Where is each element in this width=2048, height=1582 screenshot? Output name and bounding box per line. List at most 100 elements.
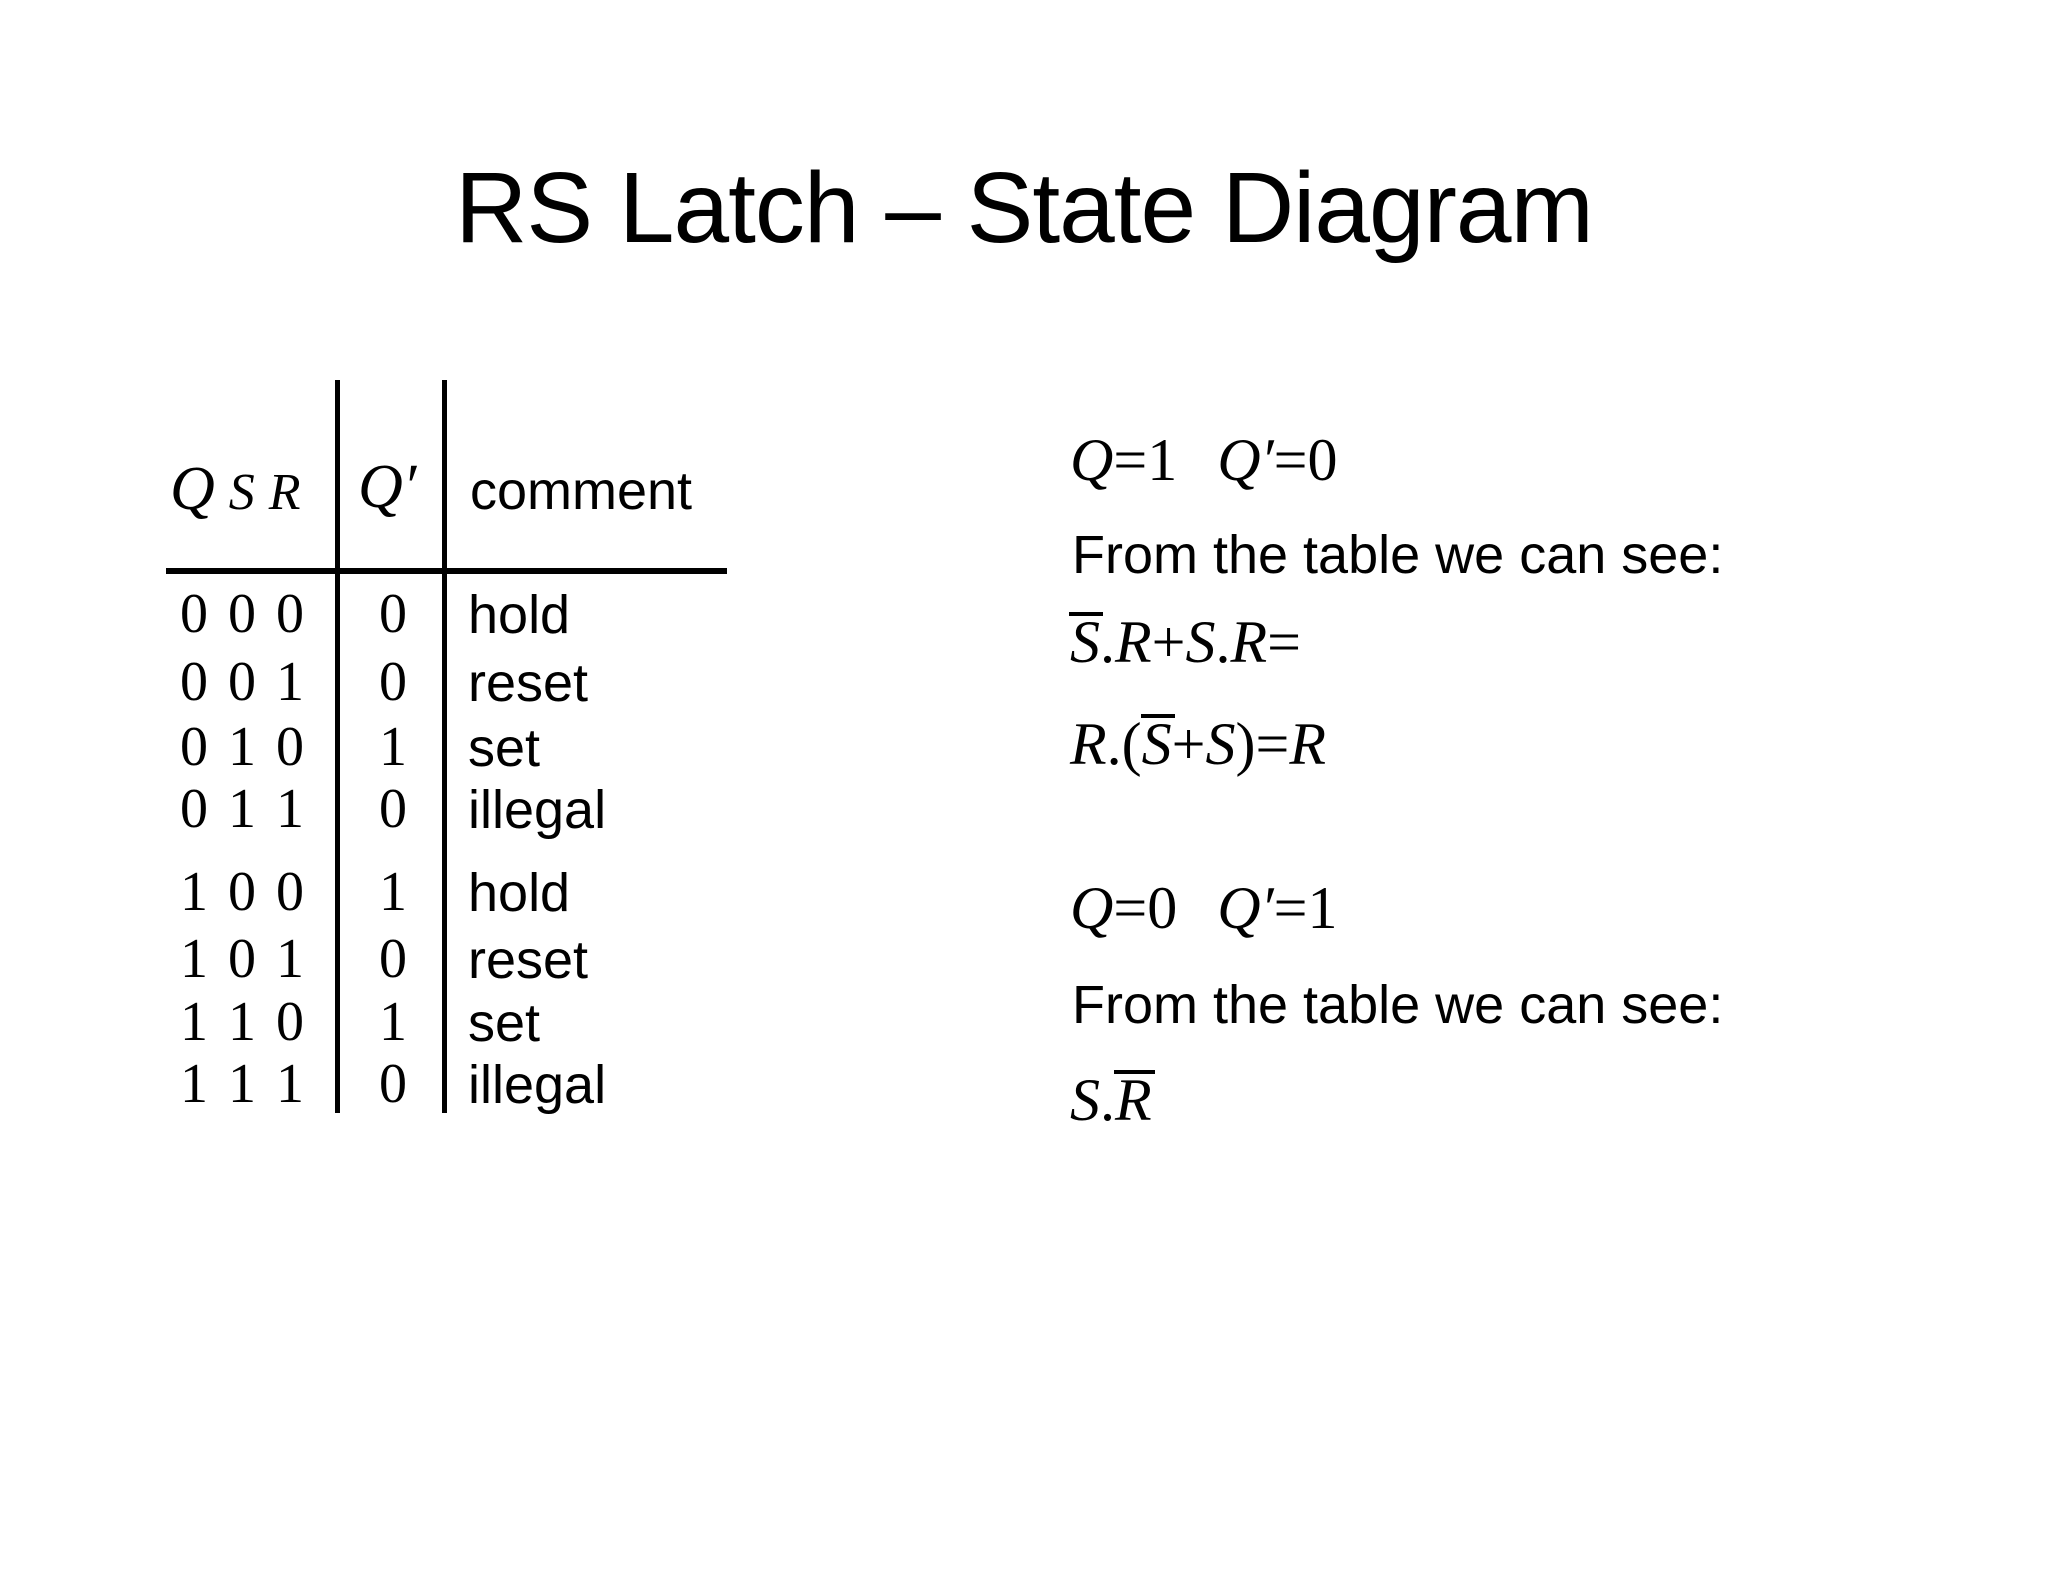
- eq1-plus: +: [1151, 609, 1186, 675]
- cell-q-next: 0: [379, 583, 407, 645]
- equation-2: R.(S+S)=R: [1070, 712, 1326, 774]
- state1-qp-equals: =: [1273, 427, 1308, 493]
- state1-q-value: 1: [1147, 427, 1178, 493]
- cell-s: 0: [228, 651, 256, 713]
- eq2-dot: .: [1106, 711, 1122, 777]
- eq2-lparen: (: [1121, 711, 1142, 777]
- header-underline: [166, 568, 727, 574]
- vertical-divider-inputs: [335, 380, 340, 1113]
- column-header-s: S: [228, 464, 255, 521]
- from-table-note-2: From the table we can see:: [1072, 975, 1724, 1035]
- column-header-q-next: Q′: [358, 453, 417, 521]
- cell-comment: set: [468, 718, 541, 778]
- cell-r: 1: [276, 928, 304, 990]
- eq3-r-bar: R: [1114, 1067, 1155, 1133]
- state2-qp-value: 1: [1307, 875, 1338, 941]
- cell-q-next: 1: [379, 991, 407, 1053]
- cell-comment: illegal: [468, 780, 607, 840]
- eq1-dot-2: .: [1215, 609, 1231, 675]
- state2-qp-equals: =: [1273, 875, 1308, 941]
- cell-comment: hold: [468, 585, 571, 645]
- eq1-dot-1: .: [1100, 609, 1115, 675]
- eq1-s-2: S: [1185, 609, 1216, 675]
- eq1-r-1: R: [1115, 609, 1152, 675]
- cell-q: 0: [180, 583, 208, 645]
- eq2-plus: +: [1171, 711, 1206, 777]
- cell-s: 1: [228, 716, 256, 778]
- cell-r: 1: [276, 778, 304, 840]
- cell-q: 0: [180, 651, 208, 713]
- eq1-equals: =: [1267, 609, 1301, 675]
- state2-qp: Q′: [1217, 875, 1274, 941]
- cell-s: 0: [228, 928, 256, 990]
- cell-r: 1: [276, 651, 304, 713]
- cell-q-next: 0: [379, 1053, 407, 1115]
- cell-q-next: 0: [379, 928, 407, 990]
- column-header-r: R: [268, 464, 301, 521]
- cell-s: 0: [228, 861, 256, 923]
- eq2-s-2: S: [1205, 711, 1236, 777]
- cell-q: 1: [180, 1053, 208, 1115]
- cell-s: 0: [228, 583, 256, 645]
- cell-r: 0: [276, 716, 304, 778]
- state2-q: Q: [1070, 875, 1114, 941]
- cell-s: 1: [228, 1053, 256, 1115]
- eq2-r-1: R: [1070, 711, 1107, 777]
- column-header-q: Q: [170, 455, 215, 523]
- cell-q: 1: [180, 861, 208, 923]
- state1-qp-value: 0: [1307, 427, 1338, 493]
- cell-q: 0: [180, 778, 208, 840]
- cell-comment: hold: [468, 863, 571, 923]
- equation-3: S.R: [1070, 1067, 1155, 1133]
- state1-qp: Q′: [1217, 427, 1274, 493]
- cell-comment: reset: [468, 653, 589, 713]
- from-table-note-1: From the table we can see:: [1072, 525, 1724, 585]
- state2-q-equals: =: [1113, 875, 1148, 941]
- eq2-s-bar: S: [1140, 711, 1175, 777]
- vertical-divider-output: [442, 380, 447, 1113]
- cell-comment: illegal: [468, 1055, 607, 1115]
- eq2-equals: =: [1255, 711, 1290, 777]
- cell-r: 0: [276, 861, 304, 923]
- column-header-comment: comment: [470, 461, 693, 521]
- cell-comment: reset: [468, 930, 589, 990]
- eq3-s: S: [1070, 1067, 1100, 1133]
- eq1-s-bar: S: [1069, 609, 1103, 675]
- cell-r: 0: [276, 991, 304, 1053]
- cell-r: 1: [276, 1053, 304, 1115]
- cell-q-next: 0: [379, 651, 407, 713]
- cell-q: 1: [180, 928, 208, 990]
- state1-q-equals: =: [1113, 427, 1148, 493]
- equation-1: S.R+S.R=: [1069, 609, 1301, 675]
- eq3-dot: .: [1100, 1067, 1115, 1133]
- eq2-r-2: R: [1289, 711, 1326, 777]
- state1-q: Q: [1070, 427, 1114, 493]
- cell-q-next: 1: [379, 861, 407, 923]
- cell-s: 1: [228, 778, 256, 840]
- page-title: RS Latch – State Diagram: [455, 152, 1594, 264]
- cell-comment: set: [468, 993, 541, 1053]
- state2-q-value: 0: [1147, 875, 1178, 941]
- cell-r: 0: [276, 583, 304, 645]
- cell-s: 1: [228, 991, 256, 1053]
- cell-q: 1: [180, 991, 208, 1053]
